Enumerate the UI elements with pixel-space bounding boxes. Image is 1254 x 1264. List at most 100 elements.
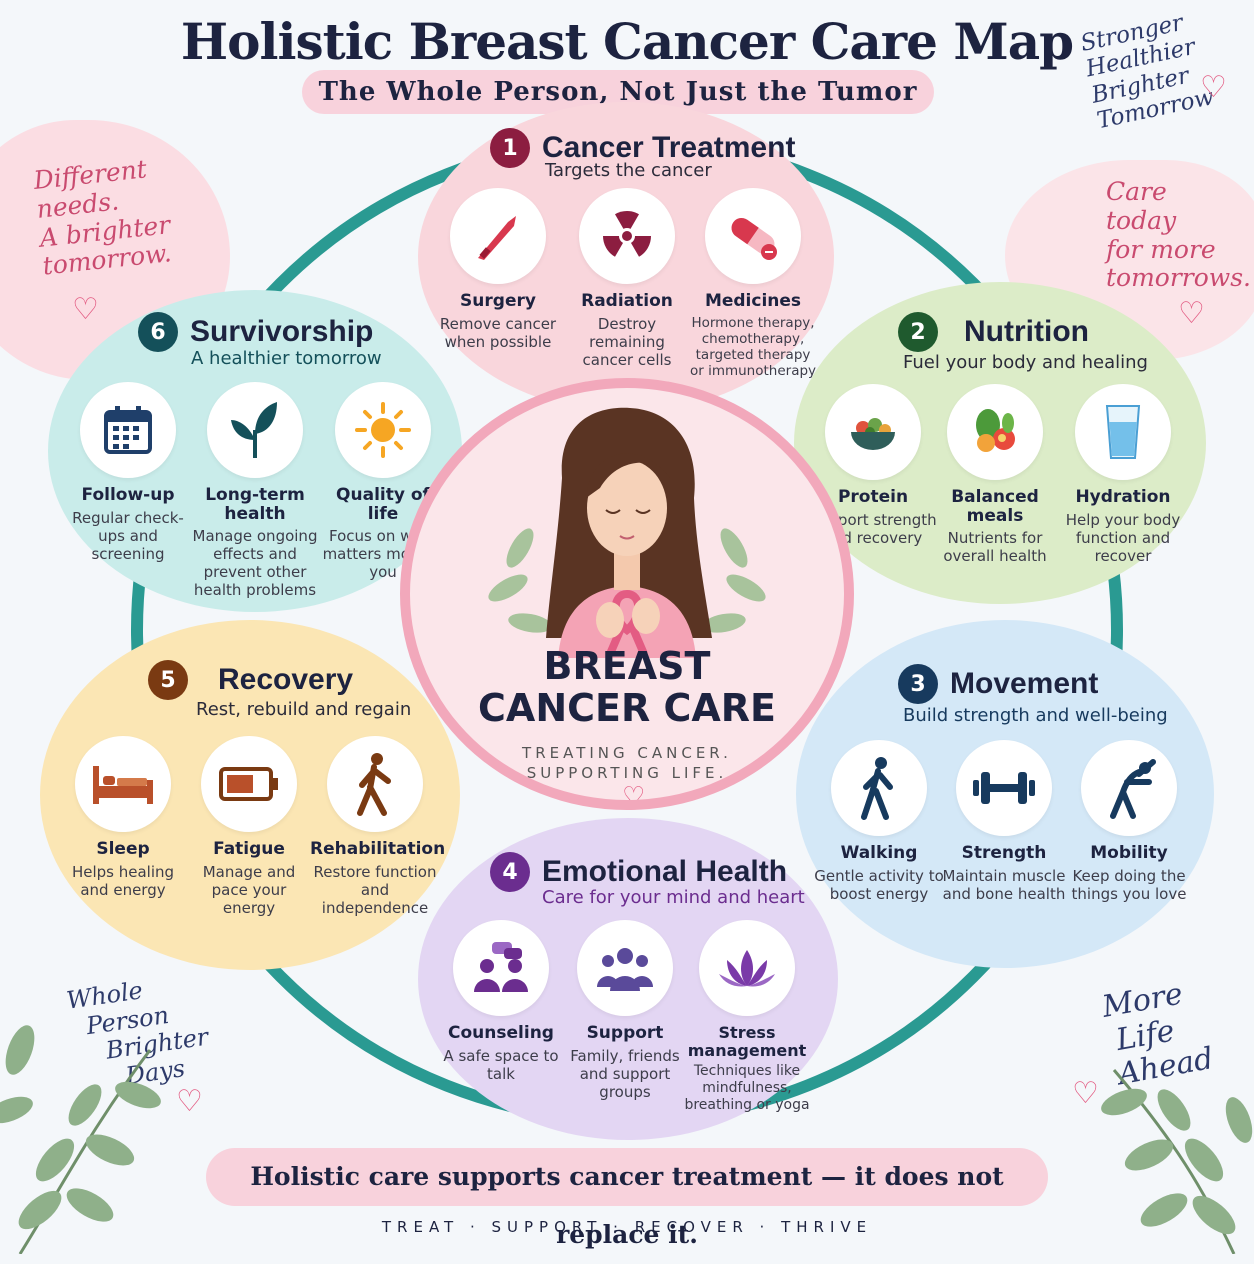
item-fatigue: Fatigue Manage and pace your energy bbox=[184, 736, 314, 917]
item-description: Manage ongoing effects and prevent other… bbox=[192, 527, 318, 600]
item-balanced-meals: Balanced meals Nutrients for overall hea… bbox=[930, 384, 1060, 565]
item-protein: Protein Support strength and recovery bbox=[808, 384, 938, 547]
note-top-left: Different needs. A brighter tomorrow. bbox=[32, 154, 173, 281]
heart-icon: ♡ bbox=[72, 292, 99, 327]
item-label: Counseling bbox=[448, 1023, 554, 1043]
section-number-badge: 1 bbox=[490, 128, 530, 168]
item-label: Mobility bbox=[1090, 843, 1168, 863]
item-label: Fatigue bbox=[213, 839, 285, 859]
item-counseling: Counseling A safe space to talk bbox=[436, 920, 566, 1083]
section-title: Nutrition bbox=[964, 315, 1089, 348]
item-description: Maintain muscle and bone health bbox=[942, 866, 1066, 903]
section-title: Cancer Treatment bbox=[542, 131, 796, 164]
item-description: Nutrients for overall health bbox=[943, 529, 1047, 566]
heart-icon: ♡ bbox=[1178, 296, 1205, 331]
item-label: Sleep bbox=[96, 839, 150, 859]
item-mobility: Mobility Keep doing the things you love bbox=[1064, 740, 1194, 903]
item-label: Medicines bbox=[704, 291, 802, 311]
item-description: Help your body function and recover bbox=[1065, 510, 1181, 565]
section-subtitle: Fuel your body and healing bbox=[903, 352, 1148, 373]
item-follow-up: Follow-up Regular check-ups and screenin… bbox=[63, 382, 193, 563]
section-title: Emotional Health bbox=[542, 855, 788, 888]
footer-tagline: TREAT · SUPPORT · RECOVER · THRIVE bbox=[381, 1218, 873, 1236]
item-hydration: Hydration Help your body function and re… bbox=[1058, 384, 1188, 565]
item-long-term-health: Long-term health Manage ongoing effects … bbox=[190, 382, 320, 599]
scalpel-icon bbox=[450, 188, 546, 284]
section-title: Movement bbox=[950, 667, 1099, 700]
note-mid-right: Care today for more tomorrows. bbox=[1106, 177, 1251, 293]
item-radiation: Radiation Destroy remaining cancer cells bbox=[562, 188, 692, 369]
item-label: Rehabilitation bbox=[310, 839, 446, 859]
item-sleep: Sleep Helps healing and energy bbox=[58, 736, 188, 899]
rehab-walking-icon bbox=[327, 736, 423, 832]
emotional-header: 4 Emotional Health bbox=[490, 852, 787, 892]
walking-icon bbox=[831, 740, 927, 836]
leaf-branch-left-decoration bbox=[0, 1025, 161, 1254]
vegetables-icon bbox=[947, 384, 1043, 480]
center-tagline-line1: TREATING CANCER. bbox=[522, 744, 732, 762]
movement-header: 3 Movement bbox=[898, 664, 1098, 704]
heart-icon: ♡ bbox=[176, 1084, 203, 1119]
item-strength: Strength Maintain muscle and bone health bbox=[939, 740, 1069, 903]
stretch-icon bbox=[1081, 740, 1177, 836]
item-surgery: Surgery Remove cancer when possible bbox=[433, 188, 563, 351]
pill-icon bbox=[705, 188, 801, 284]
page-title: Holistic Breast Cancer Care Map bbox=[180, 12, 1074, 71]
section-number-badge: 2 bbox=[898, 312, 938, 352]
section-number-badge: 5 bbox=[148, 660, 188, 700]
treatment-header: 1 Cancer Treatment bbox=[490, 128, 795, 168]
item-description: Manage and pace your energy bbox=[202, 862, 296, 917]
water-glass-icon bbox=[1075, 384, 1171, 480]
center-title-line1: BREAST bbox=[543, 644, 711, 688]
section-title: Recovery bbox=[218, 663, 354, 696]
dumbbell-icon bbox=[956, 740, 1052, 836]
heart-icon: ♡ bbox=[1200, 70, 1227, 105]
item-description: Techniques like mindfulness, breathing o… bbox=[684, 1063, 810, 1113]
item-label: Surgery bbox=[460, 291, 536, 311]
leaf-branch-right-decoration bbox=[1101, 1069, 1253, 1254]
item-label: Follow-up bbox=[81, 485, 175, 505]
center-title-line2: CANCER CARE bbox=[478, 686, 776, 730]
section-subtitle: Care for your mind and heart bbox=[542, 887, 805, 908]
item-description: Family, friends and support groups bbox=[570, 1046, 680, 1101]
item-description: Remove cancer when possible bbox=[439, 314, 557, 351]
heart-icon: ♡ bbox=[622, 782, 646, 810]
page-subtitle: The Whole Person, Not Just the Tumor bbox=[302, 70, 934, 114]
counseling-icon bbox=[453, 920, 549, 1016]
item-label: Long-term health bbox=[205, 485, 305, 524]
survivorship-header: 6 Survivorship bbox=[138, 312, 373, 352]
section-title: Survivorship bbox=[190, 315, 374, 348]
item-walking: Walking Gentle activity to boost energy bbox=[814, 740, 944, 903]
section-number-badge: 4 bbox=[490, 852, 530, 892]
item-label: Balanced meals bbox=[951, 487, 1039, 526]
calendar-icon bbox=[80, 382, 176, 478]
item-stress-management: Stress management Techniques like mindfu… bbox=[682, 920, 812, 1114]
center-hub: BREAST CANCER CARE TREATING CANCER. SUPP… bbox=[400, 378, 854, 810]
recovery-header: 5 Recovery bbox=[148, 660, 353, 700]
sun-icon bbox=[335, 382, 431, 478]
item-description: Gentle activity to boost energy bbox=[814, 866, 944, 903]
section-subtitle: Build strength and well-being bbox=[903, 705, 1168, 726]
group-icon bbox=[577, 920, 673, 1016]
item-label: Support bbox=[586, 1023, 664, 1043]
woman-with-ribbon-illustration bbox=[488, 407, 766, 658]
section-subtitle: Rest, rebuild and regain bbox=[196, 699, 412, 720]
item-label: Walking bbox=[840, 843, 918, 863]
item-label: Strength bbox=[961, 843, 1047, 863]
item-rehabilitation: Rehabilitation Restore function and inde… bbox=[310, 736, 446, 917]
battery-icon bbox=[201, 736, 297, 832]
item-label: Stress management bbox=[687, 1023, 807, 1060]
item-medicines: Medicines Hormone therapy, chemotherapy,… bbox=[688, 188, 818, 379]
item-description: Keep doing the things you love bbox=[1071, 866, 1187, 903]
item-label: Hydration bbox=[1075, 487, 1171, 507]
bed-icon bbox=[75, 736, 171, 832]
item-label: Protein bbox=[837, 487, 909, 507]
item-description: Hormone therapy, chemotherapy, targeted … bbox=[689, 314, 817, 380]
item-description: Regular check-ups and screening bbox=[72, 508, 184, 563]
item-support: Support Family, friends and support grou… bbox=[560, 920, 690, 1101]
heart-icon: ♡ bbox=[1072, 1076, 1099, 1111]
item-label: Radiation bbox=[581, 291, 673, 311]
nutrition-header: 2 Nutrition bbox=[898, 312, 1089, 352]
item-label: Quality of life bbox=[336, 485, 430, 524]
item-description: Helps healing and energy bbox=[71, 862, 175, 899]
